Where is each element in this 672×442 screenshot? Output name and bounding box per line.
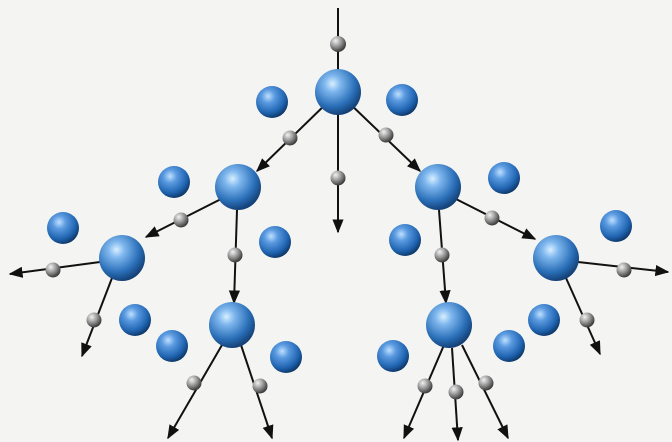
neutron <box>379 128 394 143</box>
big-nucleus-right <box>415 164 461 210</box>
neutron <box>187 376 202 391</box>
neutron <box>485 211 500 226</box>
neutron <box>479 376 494 391</box>
big-nucleus-bottomright <box>426 302 472 348</box>
neutron <box>174 213 189 228</box>
big-nucleus-farright <box>533 235 579 281</box>
neutron <box>418 379 433 394</box>
fragment-nucleus <box>47 212 79 244</box>
fragment-nucleus <box>158 166 190 198</box>
neutron <box>253 379 268 394</box>
big-nucleus-farleft <box>99 235 145 281</box>
fragment-nucleus <box>600 210 632 242</box>
fragment-nucleus <box>377 340 409 372</box>
neutron <box>330 36 346 52</box>
fragment-nucleus <box>488 162 520 194</box>
neutron <box>228 248 243 263</box>
neutron <box>283 131 298 146</box>
fragment-nucleus <box>259 226 291 258</box>
fragment-nucleus <box>386 84 418 116</box>
neutron <box>87 313 102 328</box>
fragment-nucleus <box>119 304 151 336</box>
big-nucleus-top <box>315 69 361 115</box>
fragment-nucleus <box>256 86 288 118</box>
neutron <box>46 263 61 278</box>
fragment-nucleus <box>528 304 560 336</box>
fragment-nucleus <box>493 330 525 362</box>
big-nucleus-left <box>215 164 261 210</box>
fragment-nuclei <box>47 84 632 373</box>
neutron <box>435 248 450 263</box>
neutron <box>331 171 346 186</box>
fragment-nucleus <box>389 224 421 256</box>
fragment-nucleus <box>270 341 302 373</box>
neutron <box>617 263 632 278</box>
neutron <box>449 385 464 400</box>
big-nucleus-bottomleft <box>209 302 255 348</box>
fragment-nucleus <box>156 330 188 362</box>
neutron <box>580 313 595 328</box>
